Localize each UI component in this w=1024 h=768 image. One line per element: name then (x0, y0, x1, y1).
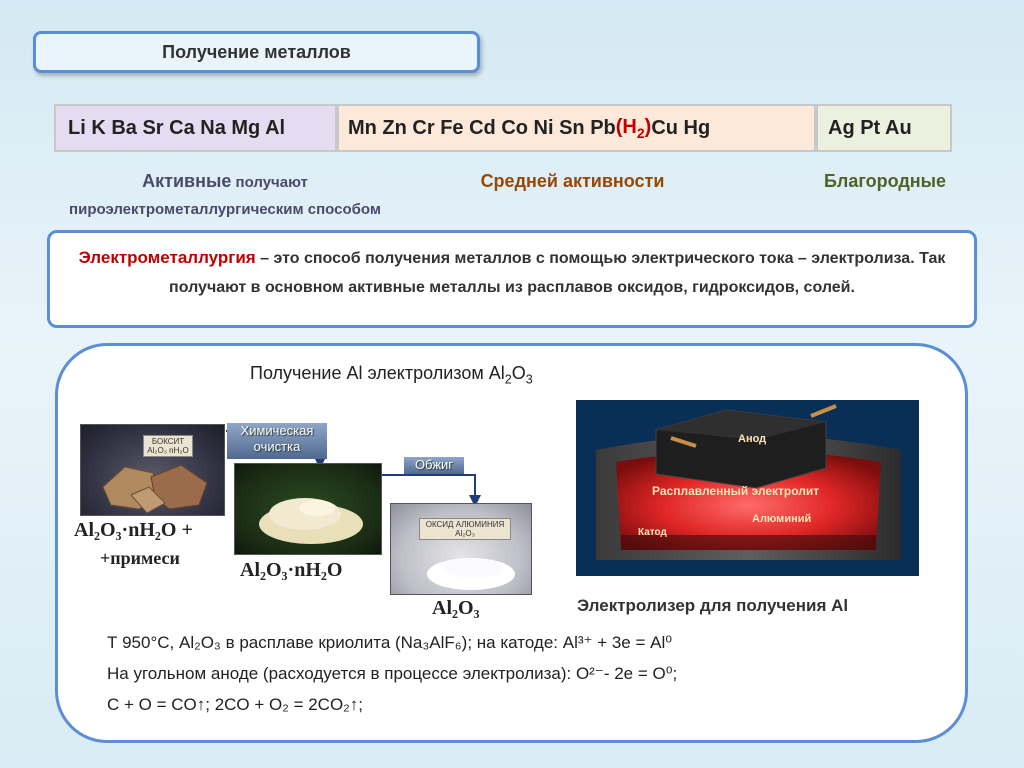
anode-rod-left (670, 436, 697, 448)
alumina-card: ОКСИД АЛЮМИНИЯ Al₂O₃ (419, 518, 511, 540)
al-title-sub1: 2 (504, 372, 512, 387)
series-middle-text-after: Cu Hg (651, 116, 711, 139)
bauxite-card-line2: Al₂O₃ nH₂O (147, 446, 189, 455)
bauxite-card: БОКСИТ Al₂O₃ nH₂O (143, 435, 193, 457)
label-active-method: пироэлектрометаллургическим способом (69, 201, 381, 218)
hydrogen-open: (H (615, 115, 637, 138)
label-active: Активные получают (40, 171, 410, 192)
series-middle-metals: Mn Zn Cr Fe Cd Co Ni Sn Pb (H2) Cu Hg (337, 104, 816, 152)
series-noble-metals: Ag Pt Au (816, 104, 952, 152)
stage-purification-line1: Химическая (240, 423, 314, 438)
alumina-card-line2: Al₂O₃ (455, 529, 475, 538)
stage-purification: Химическая очистка (227, 423, 327, 459)
electrolyzer-illustration: Анод Расплавленный электролит Алюминий К… (576, 400, 919, 576)
cathode-label: Катод (638, 527, 668, 538)
bauxite-rocks-icon (102, 464, 208, 514)
electrolyte-label: Расплавленный электролит (652, 484, 819, 498)
alumina-pile-icon (427, 558, 515, 590)
cathode-layer (621, 535, 876, 550)
powder-pile-icon (259, 498, 363, 544)
aluminum-label: Алюминий (752, 513, 811, 525)
label-noble: Благородные (823, 171, 947, 191)
slide-title: Получение металлов (33, 31, 480, 73)
hydrogen-sub: 2 (636, 124, 645, 141)
label-middle: Средней активности (480, 171, 665, 191)
series-noble-text: Ag Pt Au (828, 116, 912, 139)
definition-text: – это способ получения металлов с помощь… (169, 250, 946, 296)
equation-carbon: C + O = CO↑; 2CO + O₂ = 2CO₂↑; (107, 695, 363, 714)
arrow-calcination (382, 474, 481, 507)
formula-hydrate: Al₂O₃·nH₂O (240, 559, 343, 581)
al-title-prefix: Получение Al электролизом Al (250, 363, 505, 383)
series-middle-text-before: Mn Zn Cr Fe Cd Co Ni Sn Pb (348, 116, 616, 139)
alumina-photo: ОКСИД АЛЮМИНИЯ Al₂O₃ (390, 503, 532, 595)
hydrogen-close: ) (644, 115, 652, 138)
series-hydrogen: (H2) (616, 116, 652, 141)
formula-alumina: Al₂O₃ (432, 597, 480, 619)
formula-bauxite-line1: Al₂O₃·nH₂O + (74, 519, 193, 541)
anode-rod-right (810, 404, 837, 418)
definition-term: Электрометаллургия (78, 248, 256, 267)
anode-label: Анод (738, 433, 766, 445)
bauxite-card-line1: БОКСИТ (151, 437, 185, 446)
label-active-get: получают (231, 174, 308, 191)
equation-cathode: Т 950°С, Al₂O₃ в расплаве криолита (Na₃A… (107, 633, 673, 652)
al-title-o: O (511, 363, 526, 383)
electrolyzer-caption: Электролизер для получения Al (577, 596, 849, 615)
al-title-sub2: 3 (525, 372, 533, 387)
hydrate-powder-photo (234, 463, 382, 555)
slide-title-text: Получение металлов (162, 41, 351, 62)
bauxite-photo: БОКСИТ Al₂O₃ nH₂O (80, 424, 225, 516)
formula-bauxite-line2: +примеси (100, 548, 180, 568)
aluminum-section-title: Получение Al электролизом Al2O3 (250, 363, 533, 387)
series-active-text: Li K Ba Sr Ca Na Mg Al (68, 116, 286, 139)
alumina-card-line1: ОКСИД АЛЮМИНИЯ (425, 520, 505, 529)
series-active-metals: Li K Ba Sr Ca Na Mg Al (54, 104, 337, 152)
stage-purification-line2: очистка (253, 439, 301, 454)
definition-box: Электрометаллургия – это способ получени… (47, 230, 977, 328)
label-active-word: Активные (142, 171, 232, 191)
equation-anode: На угольном аноде (расходуется в процесс… (107, 664, 678, 683)
stage-calcination-label: Обжиг (414, 457, 454, 472)
stage-calcination: Обжиг (404, 457, 464, 474)
